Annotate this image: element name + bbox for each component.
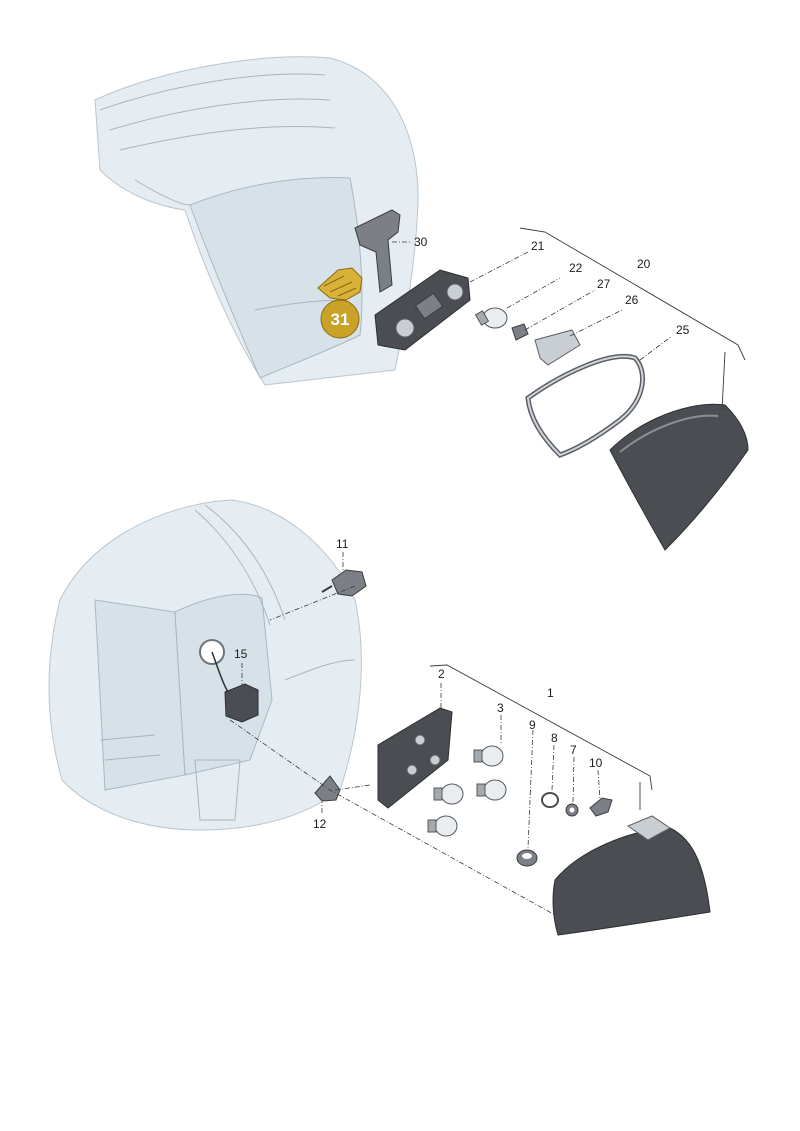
part-15-connector [211, 651, 259, 723]
part-8-o-ring [541, 792, 559, 808]
part-27-socket [511, 323, 529, 341]
part-22-bulb [474, 307, 508, 329]
callout-1: 1 [547, 686, 554, 700]
bracket-1 [429, 664, 653, 810]
callout-12: 12 [313, 817, 327, 831]
callout-7: 7 [570, 743, 577, 757]
callout-3: 3 [497, 701, 504, 715]
upper-assembly: 30 21 22 27 20 26 25 31 [94, 56, 749, 551]
callout-25: 25 [676, 323, 690, 337]
callout-10: 10 [589, 756, 603, 770]
callout-9: 9 [529, 718, 536, 732]
part-25-gasket [525, 354, 645, 458]
callout-30: 30 [414, 235, 428, 249]
highlight-label-31: 31 [331, 310, 350, 329]
part-12-cone [314, 775, 341, 802]
callout-21: 21 [531, 239, 545, 253]
callout-11: 11 [336, 537, 349, 551]
lower-leader-lines [229, 552, 601, 916]
part-tail-lamp-upper [609, 403, 749, 551]
bracket-20 [519, 227, 746, 411]
lower-callouts: 11 15 2 1 3 9 8 7 10 12 [234, 537, 603, 831]
lower-assembly: 11 15 2 1 3 9 8 7 10 12 [48, 499, 711, 936]
part-10-clip [589, 797, 613, 817]
lower-vehicle-body [48, 499, 362, 831]
highlight-badge-31: 31 [320, 299, 360, 339]
part-7-nut [565, 803, 579, 817]
part-31-wiring-harness [317, 267, 363, 301]
callout-8: 8 [551, 731, 558, 745]
part-26-clip [534, 329, 581, 366]
callout-26: 26 [625, 293, 639, 307]
part-3-bulbs [427, 745, 507, 837]
part-tail-lamp-lower [552, 815, 711, 936]
callout-27: 27 [597, 277, 611, 291]
callout-15: 15 [234, 647, 248, 661]
callout-2: 2 [438, 667, 445, 681]
part-30-bracket [354, 209, 401, 293]
callout-22: 22 [569, 261, 583, 275]
upper-leader-lines [392, 241, 673, 361]
callout-20: 20 [637, 257, 651, 271]
part-lamp-socket-plate [374, 269, 471, 351]
part-2-bulb-carrier [377, 707, 453, 809]
part-11-plug [321, 569, 367, 597]
part-9-grommet [516, 849, 538, 867]
upper-callouts: 30 21 22 27 20 26 25 [414, 235, 690, 337]
